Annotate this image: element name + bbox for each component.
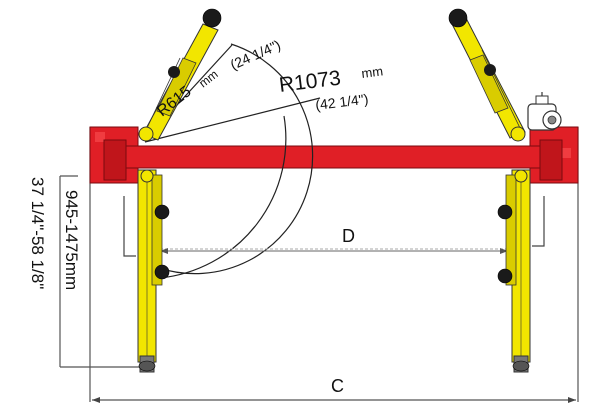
dim-c-arrow-left bbox=[92, 397, 100, 403]
dim-d-line bbox=[160, 248, 508, 254]
radius-large-unit: mm bbox=[361, 63, 384, 81]
height-range-inch: 37 1/4"-58 1/8" bbox=[28, 177, 47, 289]
radius-large-inch: (42 1/4") bbox=[314, 91, 369, 113]
radius-arcs bbox=[144, 43, 321, 279]
base-frame bbox=[89, 126, 579, 184]
right-upper-arm bbox=[451, 17, 526, 142]
dimension-c-label: C bbox=[331, 376, 344, 396]
left-upper-arm bbox=[138, 23, 219, 142]
height-range-mm: 945-1475mm bbox=[62, 190, 81, 290]
dimension-d-label: D bbox=[342, 226, 355, 246]
motor-pump-icon bbox=[527, 92, 562, 131]
lift-pad-icon bbox=[138, 8, 530, 372]
left-lower-arm bbox=[137, 169, 163, 373]
dim-c-arrow-right bbox=[568, 397, 576, 403]
radius-small-unit: mm bbox=[196, 67, 220, 90]
radius-small-inch: (24 1/4") bbox=[228, 36, 283, 72]
radius-large-value: R1073 bbox=[278, 67, 342, 97]
side-guides bbox=[123, 196, 545, 257]
